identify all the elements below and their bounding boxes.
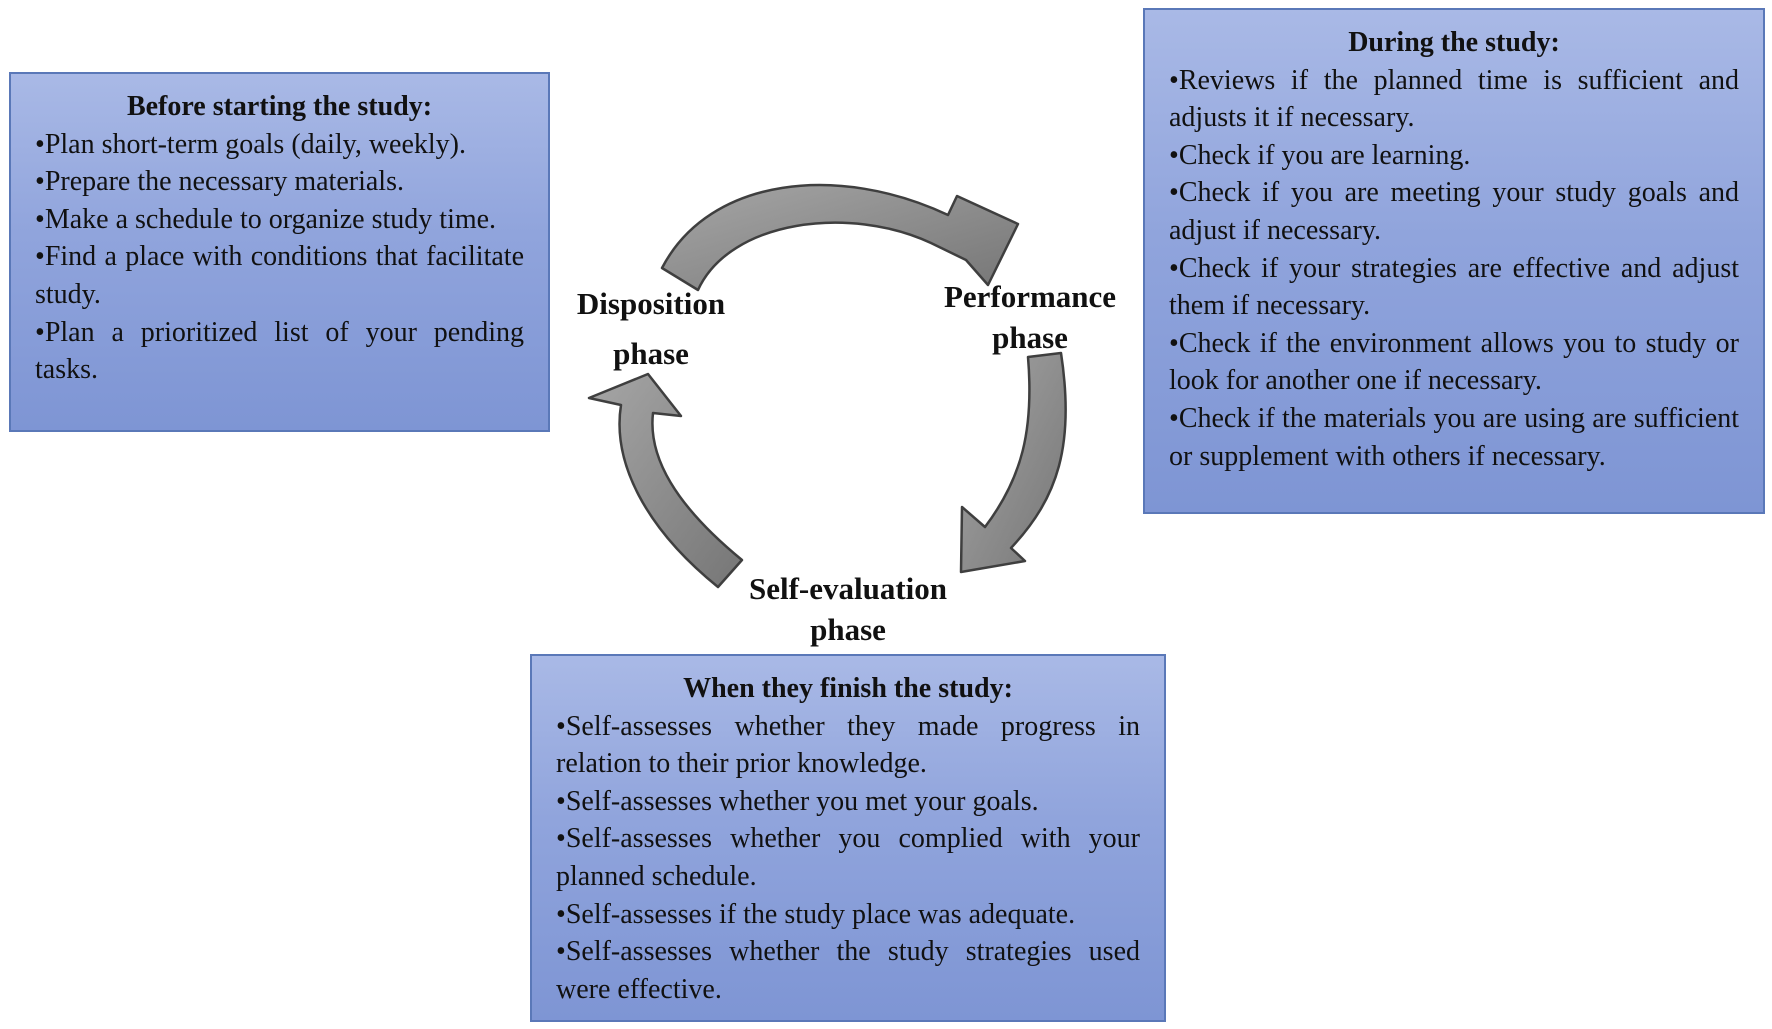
performance-phase-line1: Performance — [943, 279, 1117, 314]
list-item: Make a schedule to organize study time. — [35, 201, 524, 239]
disposition-phase-line2: phase — [613, 336, 689, 371]
before-study-box: Before starting the study: Plan short-te… — [9, 72, 550, 432]
performance-phase-line2: phase — [992, 320, 1068, 355]
during-study-list: Reviews if the planned time is sufficien… — [1169, 62, 1739, 476]
arrow-disposition-to-performance — [660, 183, 1020, 292]
list-item: Prepare the necessary materials. — [35, 163, 524, 201]
list-item: Plan a prioritized list of your pending … — [35, 314, 524, 389]
performance-phase-label: Performance phase — [925, 276, 1135, 358]
during-study-box: During the study: Reviews if the planned… — [1143, 8, 1765, 514]
list-item: Check if the environment allows you to s… — [1169, 325, 1739, 400]
list-item: Check if the materials you are using are… — [1169, 400, 1739, 475]
list-item: Self-assesses whether you complied with … — [556, 820, 1140, 895]
self-evaluation-phase-line2: phase — [810, 612, 886, 647]
list-item: Self-assesses whether they made progress… — [556, 708, 1140, 783]
self-evaluation-phase-line1: Self-evaluation — [748, 571, 948, 606]
list-item: Check if you are learning. — [1169, 137, 1739, 175]
list-item: Self-assesses if the study place was ade… — [556, 896, 1140, 934]
disposition-phase-line1: Disposition — [576, 286, 726, 321]
list-item: Reviews if the planned time is sufficien… — [1169, 62, 1739, 137]
list-item: Find a place with conditions that facili… — [35, 238, 524, 313]
list-item: Self-assesses whether the study strategi… — [556, 933, 1140, 1008]
list-item: Check if you are meeting your study goal… — [1169, 174, 1739, 249]
finish-study-box: When they finish the study: Self-assesse… — [530, 654, 1166, 1022]
finish-study-title: When they finish the study: — [683, 673, 1013, 704]
list-item: Self-assesses whether you met your goals… — [556, 783, 1140, 821]
list-item: Check if your strategies are effective a… — [1169, 250, 1739, 325]
disposition-phase-label: Disposition phase — [546, 279, 756, 379]
during-study-title: During the study: — [1348, 27, 1560, 58]
self-evaluation-phase-label: Self-evaluation phase — [726, 568, 970, 650]
before-study-title: Before starting the study: — [126, 91, 433, 122]
finish-study-list: Self-assesses whether they made progress… — [556, 708, 1140, 1009]
arrow-self-evaluation-to-disposition — [587, 372, 744, 589]
arrow-performance-to-self-evaluation — [959, 351, 1067, 574]
before-study-list: Plan short-term goals (daily, weekly). P… — [35, 126, 524, 389]
list-item: Plan short-term goals (daily, weekly). — [35, 126, 524, 164]
